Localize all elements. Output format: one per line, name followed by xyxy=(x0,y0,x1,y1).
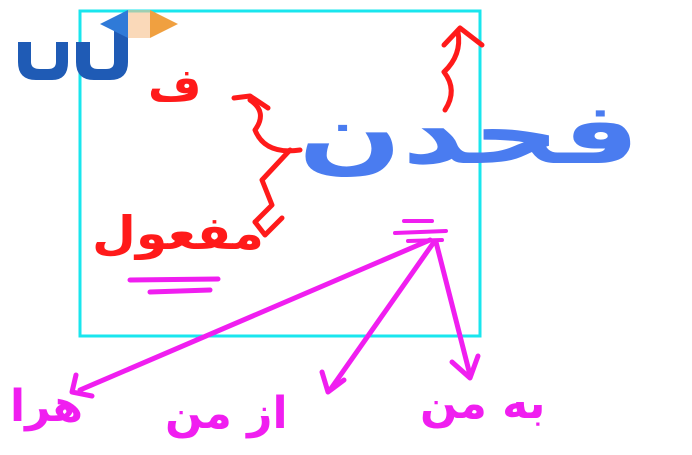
magenta-word-left: هرا xyxy=(10,381,83,432)
magenta-underline-top xyxy=(393,219,448,243)
red-word-top: ف xyxy=(148,58,202,112)
red-arrow-lower xyxy=(252,147,293,238)
magenta-arrow-right xyxy=(433,239,481,381)
red-arrow-middle xyxy=(231,93,303,154)
red-word-object: مفعول xyxy=(92,206,264,260)
magenta-word-middle: از من xyxy=(165,388,288,439)
red-arrow-top xyxy=(441,25,485,113)
magenta-arrow-middle xyxy=(319,239,437,395)
magenta-underline-object xyxy=(127,276,221,295)
magenta-arrow-left xyxy=(69,237,433,399)
magenta-word-right: به من xyxy=(420,378,546,429)
uu-logo-icon xyxy=(18,10,178,80)
selection-frame xyxy=(78,9,482,338)
main-word: فحدن xyxy=(298,85,640,183)
